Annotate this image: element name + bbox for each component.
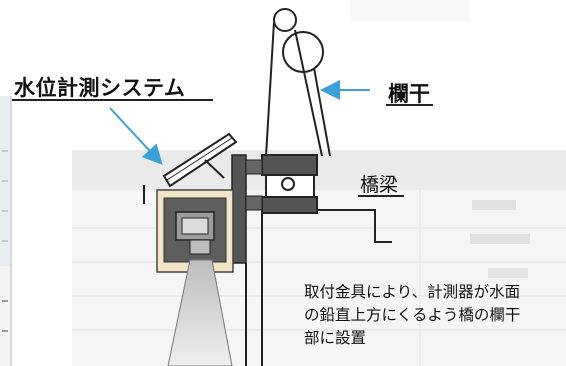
beam-label: 橋梁 [360, 174, 399, 196]
railing [261, 8, 331, 214]
system-label-underline [12, 99, 213, 101]
page-edge [0, 96, 12, 366]
solar-panel-icon [162, 132, 238, 188]
sensor-device-icon [143, 185, 234, 273]
mounting-bracket [231, 154, 263, 366]
pulley-icon [273, 8, 297, 32]
note-line: の鉛直上方にくるよう橋の欄干 [304, 306, 521, 324]
note-line: 取付金具により、計測器が水面 [304, 283, 521, 301]
railing-label-underline [386, 104, 433, 106]
system-label: 水位計測システム [14, 76, 186, 100]
radar-beam-icon [167, 259, 233, 366]
note-line: 部に設置 [304, 329, 367, 347]
railing-label: 欄干 [388, 82, 430, 106]
beam-label-underline [358, 195, 404, 197]
installation-note: 取付金具により、計測器が水面 の鉛直上方にくるよう橋の欄干 部に設置 [304, 281, 566, 350]
annotation-arrows [109, 80, 370, 165]
bridge-beam [261, 209, 392, 366]
system-arrow [109, 107, 163, 165]
background-table [72, 0, 566, 366]
